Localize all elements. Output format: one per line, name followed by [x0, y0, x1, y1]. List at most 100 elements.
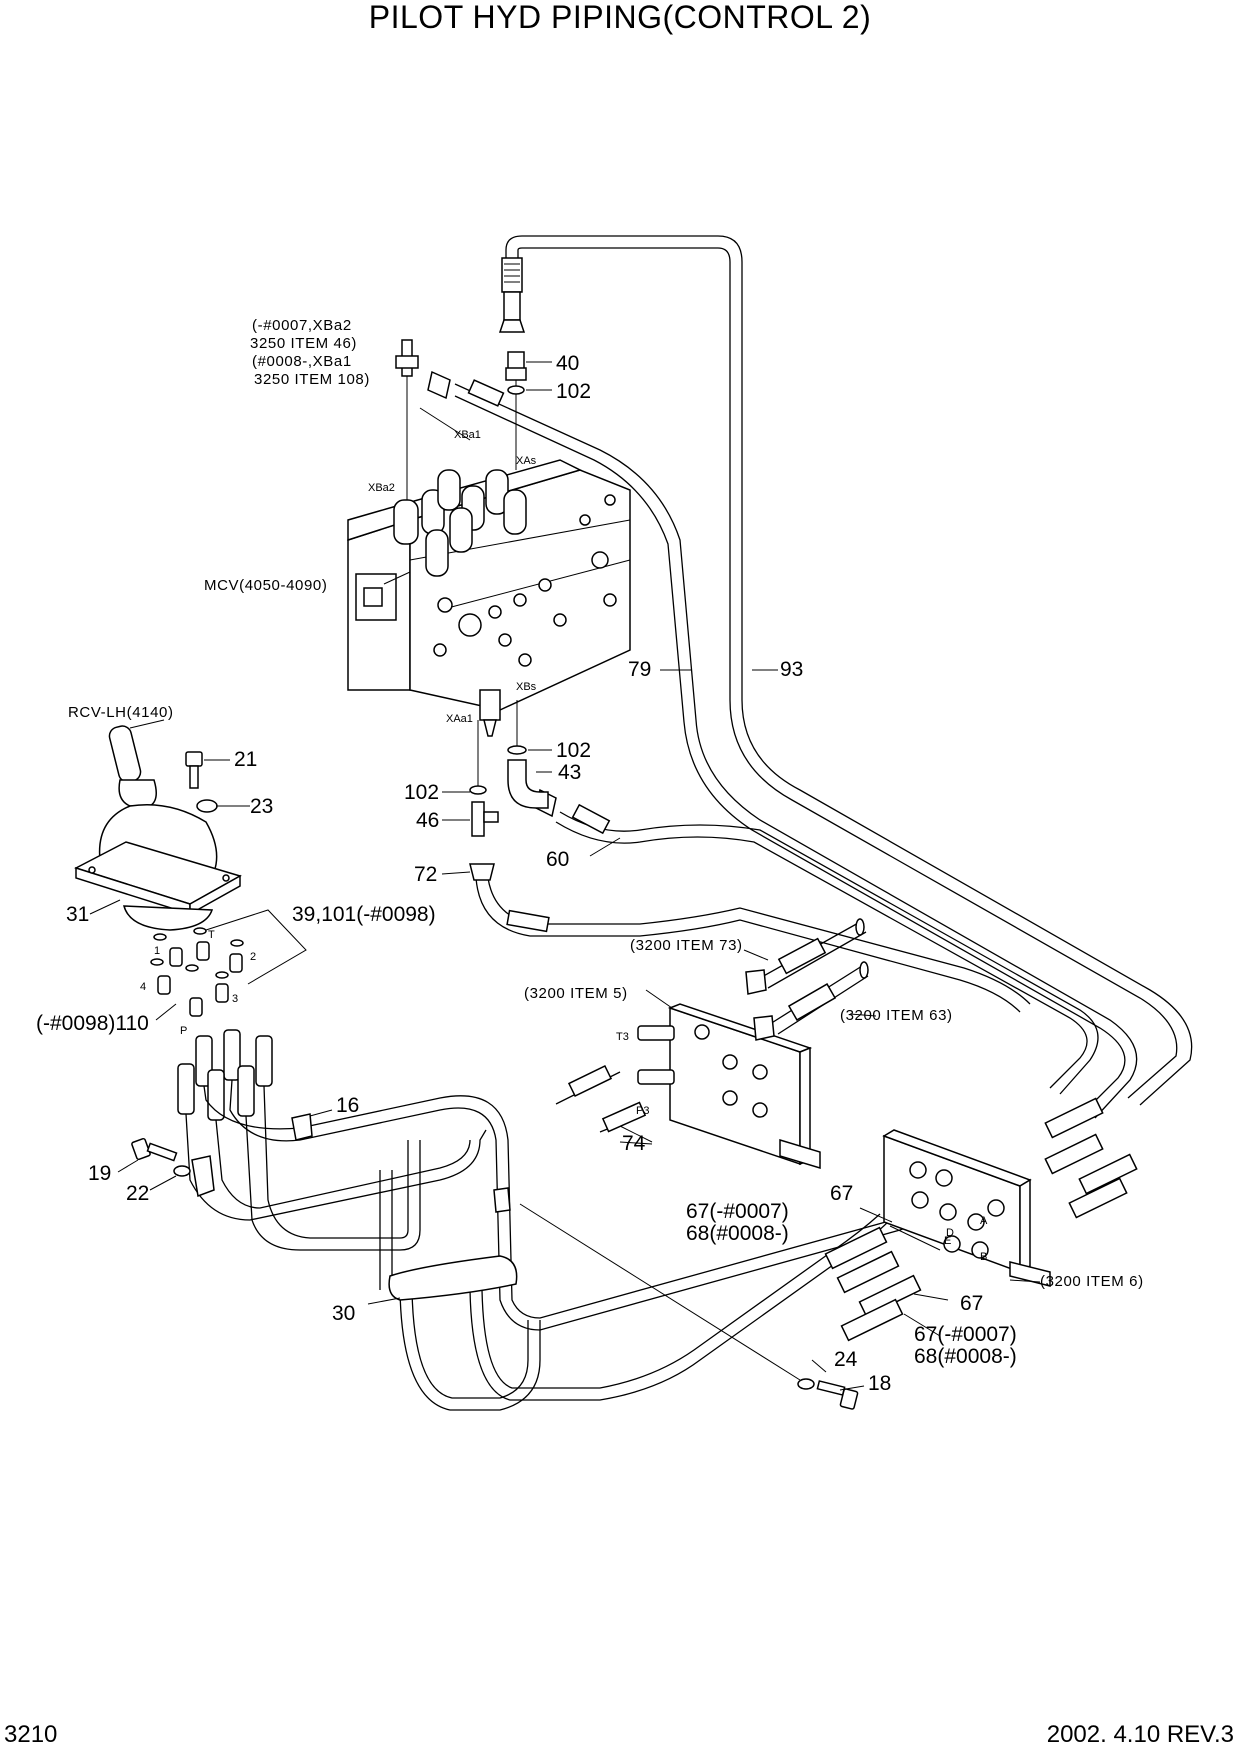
revision-date: 2002. 4.10 REV.3	[1047, 1721, 1234, 1748]
washer-23	[196, 799, 218, 813]
bolt-19	[131, 1137, 178, 1162]
ref-3200-item73: (3200 ITEM 73)	[630, 937, 743, 954]
callout-18: 18	[868, 1372, 891, 1395]
callout-24: 24	[834, 1348, 858, 1371]
hose-74	[555, 1064, 647, 1133]
hose-72-nut	[469, 863, 495, 881]
callout-39-101: 39,101(-#0098)	[292, 903, 436, 926]
callout-102-mid: 102	[556, 739, 591, 762]
pilot-hose-bundle	[177, 1029, 941, 1411]
callout-67-68b-line1: 67(-#0007)	[914, 1323, 1017, 1346]
callout-74: 74	[622, 1132, 646, 1155]
hose-72-ferrule	[506, 909, 550, 933]
mcv-bottom-port	[479, 689, 501, 721]
callout-102-top: 102	[556, 380, 591, 403]
leader-lines	[89, 361, 1041, 1391]
callout-110: (-#0098)110	[36, 1012, 149, 1035]
hoses-67-68	[824, 1226, 922, 1342]
hose-3200-item73	[745, 918, 867, 995]
o-ring-102-top	[507, 385, 525, 395]
tee-fitting-top	[395, 339, 471, 500]
callout-16: 16	[336, 1094, 359, 1117]
port-xba1: XBa1	[454, 429, 481, 441]
note-line-1: (-#0007,XBa2	[252, 317, 352, 334]
page-title: PILOT HYD PIPING(CONTROL 2)	[369, 0, 871, 35]
port-p: P	[180, 1025, 187, 1037]
hose-93-nut	[498, 319, 526, 333]
callout-67-68a-line1: 67(-#0007)	[686, 1200, 789, 1223]
callout-79: 79	[628, 658, 651, 681]
elbow-43	[507, 759, 549, 809]
hose-79	[427, 370, 1138, 1119]
callout-21: 21	[234, 748, 257, 771]
hose-60	[535, 788, 1099, 1095]
ref-3200-item6: (3200 ITEM 6)	[1040, 1273, 1144, 1290]
mcv-port-holes	[433, 494, 617, 667]
rcv-label: RCV-LH(4140)	[68, 704, 174, 721]
note-line-4: 3250 ITEM 108)	[254, 371, 370, 388]
note-line-3: (#0008-,XBa1	[252, 353, 352, 370]
hose-3200-item63	[753, 961, 869, 1041]
port-t3: T3	[616, 1031, 629, 1043]
hose-79-ferrule	[467, 379, 505, 407]
callout-102-left: 102	[404, 781, 439, 804]
callout-43: 43	[558, 761, 581, 784]
port-4: 4	[140, 981, 146, 993]
screw-21	[185, 751, 203, 789]
hose-60-ferrule	[571, 803, 611, 835]
hose-93	[498, 235, 1193, 1106]
ref-3200-item5: (3200 ITEM 5)	[524, 985, 628, 1002]
callout-46: 46	[416, 809, 439, 832]
fitting-40	[505, 351, 527, 470]
tee-46	[471, 801, 499, 837]
callout-67-top: 67	[830, 1182, 853, 1205]
callout-60: 60	[546, 848, 569, 871]
port-b: B	[980, 1251, 987, 1263]
bolt-18	[816, 1380, 859, 1410]
port-e: E	[944, 1235, 951, 1247]
callout-30: 30	[332, 1302, 355, 1325]
callout-40: 40	[556, 352, 579, 375]
washer-22	[173, 1165, 191, 1177]
callout-67-right: 67	[960, 1292, 983, 1315]
valve-block-3200-item6	[882, 1129, 1051, 1287]
mcv-label: MCV(4050-4090)	[204, 577, 327, 594]
bracket-16	[291, 1113, 313, 1141]
note-line-2: 3250 ITEM 46)	[250, 335, 357, 352]
port-1: 1	[154, 945, 160, 957]
callout-22: 22	[126, 1182, 149, 1205]
hose-72	[469, 863, 1031, 1013]
port-d: D	[946, 1227, 954, 1239]
ref-3200-item63: (3200 ITEM 63)	[840, 1007, 953, 1024]
callout-67-68a-line2: 68(#0008-)	[686, 1222, 789, 1245]
rcv-port-fittings	[150, 927, 244, 1017]
port-xaa1: XAa1	[446, 713, 473, 725]
o-ring-102-mid	[507, 745, 527, 755]
callout-31: 31	[66, 903, 89, 926]
port-xbs: XBs	[516, 681, 537, 693]
port-2: 2	[250, 951, 256, 963]
valve-block-3200-item5	[637, 1003, 821, 1170]
rcv-lh-joystick	[74, 725, 242, 931]
callout-23: 23	[250, 795, 273, 818]
bracket-22-plate	[191, 1155, 215, 1198]
port-a: A	[980, 1215, 988, 1227]
hose-93-ferrule	[501, 257, 523, 293]
callout-67-68b-line2: 68(#0008-)	[914, 1345, 1017, 1368]
mcv-spool-caps	[393, 469, 527, 577]
callout-19: 19	[88, 1162, 111, 1185]
port-3: 3	[232, 993, 238, 1005]
port-xba2: XBa2	[368, 482, 395, 494]
port-t: T	[208, 929, 215, 941]
washer-24	[797, 1378, 815, 1390]
callout-93: 93	[780, 658, 803, 681]
port-xas: XAs	[516, 455, 537, 467]
mcv-valve-block	[347, 459, 631, 737]
port-p3: P3	[636, 1105, 649, 1117]
o-ring-102-left	[469, 785, 487, 795]
callout-72: 72	[414, 863, 437, 886]
hoses-into-item6	[1044, 1097, 1138, 1219]
clamp-30	[388, 1255, 518, 1301]
hose-79-nut	[427, 370, 451, 400]
